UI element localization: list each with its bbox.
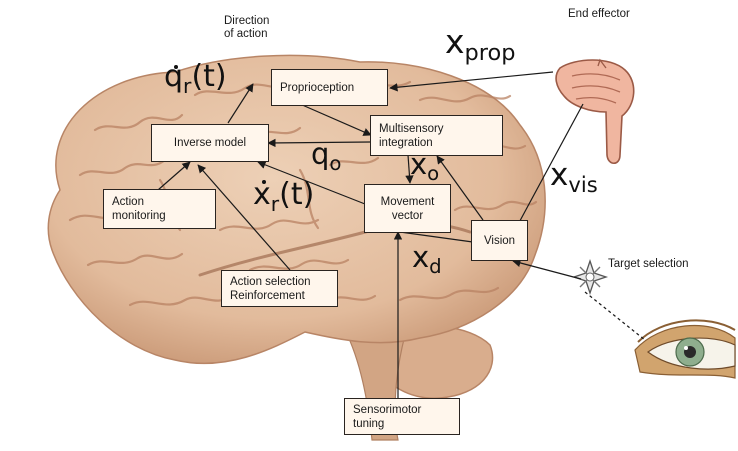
xvis-symbol: xvis (550, 160, 598, 191)
xr-dot (262, 180, 266, 184)
movement-vector-label: Movement vector (381, 195, 435, 223)
direction-of-action-label: Direction of action (224, 15, 269, 41)
qr-dot (174, 65, 178, 69)
end-effector-label: End effector (568, 8, 630, 21)
qo-symbol: qo (311, 140, 341, 169)
action-monitoring-box: Action monitoring (103, 189, 216, 229)
inverse-model-box: Inverse model (151, 124, 269, 162)
pointing-hand-icon (556, 60, 634, 163)
movement-vector-box: Movement vector (364, 184, 451, 233)
xo-symbol: xo (410, 150, 439, 179)
action-monitoring-label: Action monitoring (112, 195, 166, 223)
action-selection-label: Action selection Reinforcement (230, 275, 311, 303)
sensorimotor-tuning-label: Sensorimotor tuning (353, 403, 421, 431)
sensorimotor-tuning-box: Sensorimotor tuning (344, 398, 460, 435)
proprioception-label: Proprioception (280, 81, 354, 95)
inverse-model-label: Inverse model (174, 136, 246, 150)
action-selection-box: Action selection Reinforcement (221, 270, 338, 307)
star-target-icon (574, 261, 606, 293)
multisensory-integration-label: Multisensory integration (379, 122, 444, 150)
xd-symbol: xd (412, 243, 442, 272)
proprioception-box: Proprioception (271, 69, 388, 106)
target-selection-label: Target selection (608, 258, 689, 271)
vision-label: Vision (484, 234, 515, 248)
xr-symbol: xr(t) (253, 180, 314, 210)
vision-box: Vision (471, 220, 528, 261)
eye-icon (635, 320, 735, 378)
xprop-symbol: xprop (445, 25, 515, 58)
